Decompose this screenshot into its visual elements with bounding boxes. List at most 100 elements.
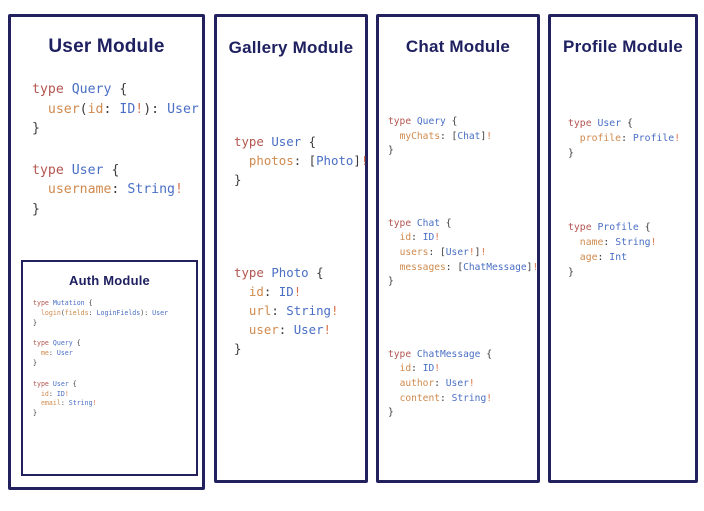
- code-token-tname: User: [52, 379, 69, 388]
- code-token-brk: {: [72, 379, 77, 388]
- schema-block: type User { profile: Profile! }: [568, 116, 695, 161]
- code-token-kw: type: [32, 162, 64, 178]
- module-panel-gallery[interactable]: Gallery Module type User { photos: [Phot…: [214, 14, 368, 483]
- code-token-punc: ]: [480, 130, 487, 142]
- schema-block: type Profile { name: String! age: Int }: [568, 220, 695, 280]
- code-token-fld: photos: [248, 153, 294, 168]
- code-token-punc: ]: [353, 153, 361, 168]
- code-token-punc: :: [271, 303, 287, 318]
- code-token-kw: type: [33, 299, 49, 307]
- code-token-tname: String: [451, 392, 487, 404]
- module-title-auth: Auth Module: [69, 273, 150, 288]
- code-token-punc: :: [603, 237, 616, 248]
- code-token-tname: String: [127, 182, 175, 198]
- code-token-tname: ChatMessage: [463, 261, 527, 273]
- code-token-brk: {: [627, 118, 633, 129]
- code-token-tname: String: [286, 303, 331, 318]
- code-token-punc: :: [60, 399, 69, 408]
- code-token-tname: Chat: [416, 217, 440, 229]
- code-token-brk: {: [88, 299, 93, 307]
- schema-block: type ChatMessage { id: ID! author: User!…: [388, 348, 537, 421]
- code-token-kw: type: [568, 118, 592, 129]
- module-title-profile: Profile Module: [563, 37, 683, 56]
- code-token-tname: ID: [56, 389, 65, 398]
- code-token-fld: age: [579, 252, 598, 263]
- code-token-bang: !: [434, 363, 441, 375]
- code-token-punc: :: [434, 377, 446, 389]
- code-token-bang: !: [468, 377, 475, 389]
- code-token-tname: Int: [609, 252, 627, 263]
- code-token-tname: User: [445, 246, 469, 258]
- schema-block: type User { username: String! }: [32, 161, 202, 220]
- code-token-punc: :: [621, 133, 633, 144]
- code-token-bang: !: [468, 246, 475, 258]
- code-token-punc: (: [60, 308, 65, 317]
- code-token-bang: !: [480, 246, 487, 258]
- code-token-tname: Profile: [632, 133, 675, 144]
- code-token-punc: : [: [293, 153, 317, 168]
- code-token-punc: ):: [143, 101, 168, 117]
- code-token-tname: Chat: [457, 130, 481, 142]
- code-token-fld: author: [399, 377, 435, 389]
- code-token-punc: : [: [445, 261, 464, 273]
- code-token-tname: User: [152, 308, 169, 317]
- code-token-bang: !: [674, 133, 681, 144]
- code-token-tname: Photo: [316, 153, 354, 168]
- code-token-bang: !: [360, 153, 369, 168]
- code-token-brk: {: [316, 265, 324, 280]
- code-token-fld: users: [399, 246, 429, 258]
- code-token-brk: }: [568, 148, 574, 159]
- code-token-punc: :: [48, 349, 57, 358]
- code-token-brk: }: [33, 358, 37, 367]
- module-panel-user[interactable]: User Module type Query { user(id: ID!): …: [8, 14, 205, 490]
- code-token-punc: :: [103, 101, 120, 117]
- code-token-tname: User: [167, 101, 199, 117]
- code-token-fld: me: [40, 349, 49, 358]
- schema-block: type Mutation { login(fields: LoginField…: [33, 299, 196, 328]
- code-token-bang: !: [486, 130, 492, 142]
- code-token-bang: !: [331, 303, 339, 318]
- schema-block: type Query { myChats: [Chat]! }: [388, 115, 537, 159]
- code-token-fld: fields: [64, 308, 89, 317]
- code-token-brk: {: [119, 82, 128, 97]
- code-token-bang: !: [174, 182, 183, 198]
- code-token-bang: !: [64, 389, 69, 398]
- code-token-tname: ID: [422, 232, 435, 244]
- code-token-bang: !: [323, 322, 331, 337]
- code-token-punc: :: [48, 389, 57, 398]
- code-token-brk: {: [486, 348, 492, 360]
- module-panel-profile[interactable]: Profile Module type User { profile: Prof…: [548, 14, 698, 483]
- code-token-brk: }: [568, 267, 574, 278]
- code-token-tname: Photo: [271, 265, 309, 280]
- code-token-fld: id: [399, 232, 412, 244]
- code-token-fld: id: [87, 101, 104, 117]
- code-token-tname: String: [615, 237, 651, 248]
- code-token-punc: :: [278, 322, 294, 337]
- code-token-brk: }: [388, 145, 394, 157]
- code-token-tname: ID: [278, 284, 294, 299]
- code-token-tname: Query: [71, 82, 112, 97]
- module-title-user: User Module: [48, 36, 165, 57]
- code-token-brk: {: [111, 162, 120, 178]
- module-panel-auth[interactable]: Auth Module type Mutation { login(fields…: [21, 260, 198, 476]
- code-token-bang: !: [434, 232, 441, 244]
- code-token-brk: }: [234, 341, 242, 356]
- code-token-brk: }: [33, 318, 37, 327]
- code-token-punc: :: [88, 308, 97, 317]
- code-token-punc: :: [411, 363, 423, 375]
- code-token-fld: myChats: [399, 130, 440, 142]
- code-token-punc: :: [411, 232, 423, 244]
- code-token-brk: }: [32, 201, 40, 217]
- code-token-tname: User: [71, 162, 104, 178]
- code-token-fld: url: [248, 303, 272, 318]
- code-token-tname: User: [597, 118, 622, 129]
- schema-block: type Chat { id: ID! users: [User!]! mess…: [388, 217, 538, 290]
- code-token-fld: login: [40, 308, 61, 317]
- code-token-punc: ]: [474, 246, 481, 258]
- code-token-tname: Query: [416, 116, 446, 127]
- code-token-tname: LoginFields: [96, 308, 141, 317]
- code-token-kw: type: [568, 222, 592, 233]
- module-panel-chat[interactable]: Chat Module type Query { myChats: [Chat]…: [376, 14, 540, 483]
- code-token-kw: type: [388, 348, 412, 360]
